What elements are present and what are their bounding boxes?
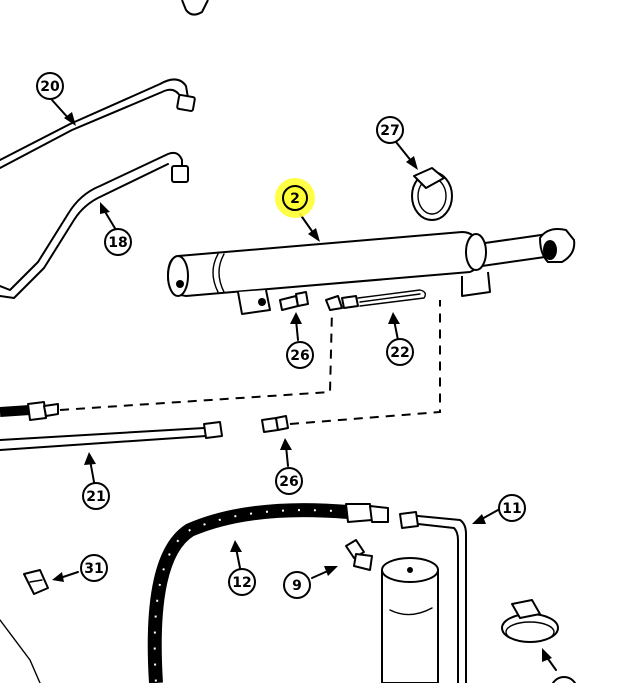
part-top-partial [181,0,209,16]
svg-text:20: 20 [40,79,60,95]
svg-text:26: 26 [279,474,298,490]
svg-text:9: 9 [292,578,302,594]
svg-text:21: 21 [86,489,105,505]
svg-text:2: 2 [290,191,300,207]
part-22 [325,289,427,311]
callout-12[interactable]: 12 [228,568,256,596]
hose-clamp-27 [411,167,453,221]
callout-27[interactable]: 27 [376,116,404,144]
callout-26-lower[interactable]: 26 [275,467,303,495]
hose-end-left [0,401,59,421]
svg-text:26: 26 [290,348,309,364]
svg-text:31: 31 [84,561,103,577]
callout-21[interactable]: 21 [82,482,110,510]
callout-20[interactable]: 20 [36,72,64,100]
svg-text:22: 22 [390,345,409,361]
fitting-26-upper [279,291,309,311]
bottom-left-partial [0,619,41,683]
hose-clamp-bottom-right [501,599,559,643]
callout-26-upper[interactable]: 26 [286,341,314,369]
callout-9[interactable]: 9 [283,571,311,599]
part-31 [23,569,49,595]
hydraulic-tube-18 [0,151,189,299]
hydraulic-tube-21 [0,421,223,451]
callout-31[interactable]: 31 [80,554,108,582]
dashed-routing-lines [59,300,441,425]
filter-canister [381,557,439,683]
callout-22[interactable]: 22 [386,338,414,366]
svg-text:11: 11 [502,501,521,517]
callout-partial-bottom-right [551,676,577,683]
leader-arrows [51,99,557,671]
hydraulic-tube-11 [399,511,467,683]
hydraulic-cylinder [167,228,576,315]
fitting-26-lower [261,415,289,433]
svg-text:12: 12 [232,575,251,591]
elbow-fitting-9 [345,539,373,571]
callout-18[interactable]: 18 [104,228,132,256]
callout-11[interactable]: 11 [498,494,526,522]
hydraulic-tube-20 [0,78,196,169]
svg-text:27: 27 [380,123,399,139]
svg-text:18: 18 [108,235,127,251]
hydraulic-hose-12 [147,503,389,683]
callout-2-highlighted[interactable]: 2 [275,178,315,218]
